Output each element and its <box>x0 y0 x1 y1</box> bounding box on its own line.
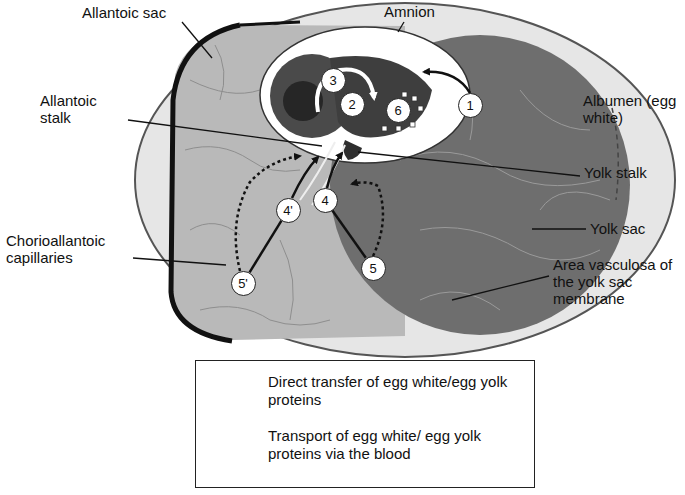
callout-circle: 4' <box>276 198 301 223</box>
part-label: Yolk sac <box>590 220 670 237</box>
part-label: Area vasculosa of the yolk sac membrane <box>553 256 681 307</box>
transport-line <box>332 210 366 258</box>
callout-circle: 5 <box>361 256 386 281</box>
callout-number: 5' <box>238 276 248 291</box>
callout-number: 1 <box>466 98 473 113</box>
callout-circle: 6 <box>386 98 411 123</box>
callout-circle: 4 <box>313 188 338 213</box>
part-label: Amnion <box>384 3 454 20</box>
legend-text: Direct transfer of egg white/egg yolk pr… <box>268 373 526 409</box>
transport-line <box>250 221 282 273</box>
legend-box: Direct transfer of egg white/egg yolk pr… <box>195 360 535 488</box>
callout-number: 2 <box>348 97 355 112</box>
callout-number: 4' <box>283 203 293 218</box>
callout-number: 5 <box>369 261 376 276</box>
callout-circle: 2 <box>340 92 365 117</box>
part-label: Allantoic sac <box>82 4 192 21</box>
part-label: Allantoic stalk <box>40 92 130 126</box>
part-label: Chorioallantoic capillaries <box>6 232 132 266</box>
callout-number: 6 <box>394 103 401 118</box>
callout-circle: 5' <box>231 271 256 296</box>
part-label: Albumen (egg white) <box>583 92 678 126</box>
part-label: Yolk stalk <box>584 164 674 181</box>
legend-text: Transport of egg white/ egg yolk protein… <box>268 427 526 463</box>
callout-number: 4 <box>321 193 328 208</box>
callout-number: 3 <box>329 73 336 88</box>
callout-circle: 3 <box>321 68 346 93</box>
callout-circle: 1 <box>458 93 483 118</box>
